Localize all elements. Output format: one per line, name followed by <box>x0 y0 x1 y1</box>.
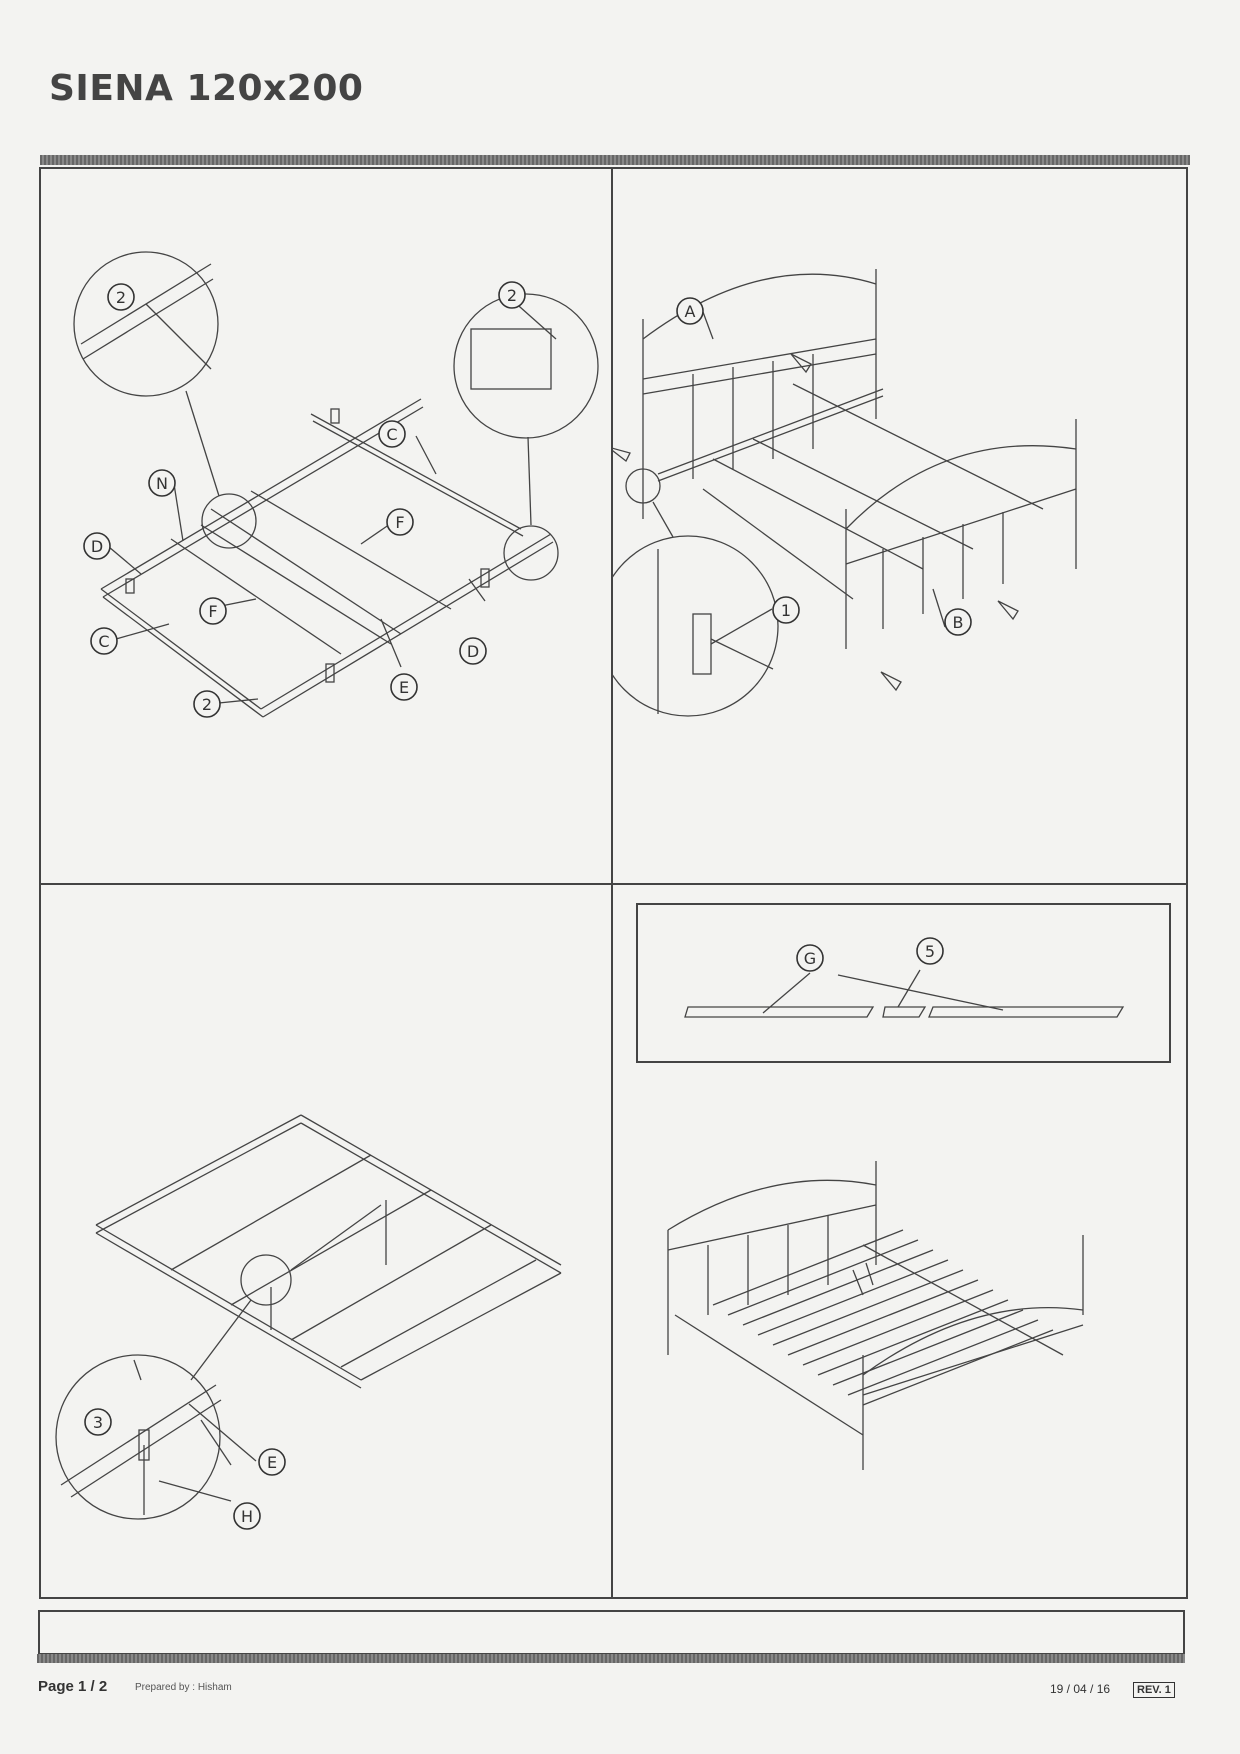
step-2-label: 1 <box>781 601 791 620</box>
step-3-label: H <box>241 1507 253 1526</box>
step-3-label: E <box>267 1453 277 1472</box>
step-1-label: C <box>98 632 109 651</box>
step-1-label: 2 <box>116 288 126 307</box>
step-3-centre-leg-illustration: 3 E H <box>55 1114 562 1530</box>
step-3-label: 3 <box>93 1413 103 1432</box>
bottom-divider-bar <box>37 1654 1185 1663</box>
step-1-label: F <box>208 602 217 621</box>
page-number: Page 1 / 2 <box>38 1678 108 1695</box>
step-4-label: 5 <box>925 942 935 961</box>
step-1-panel: 2 2 C N F D F C D E 2 <box>41 169 611 882</box>
document-title: SIENA 120x200 <box>49 68 364 109</box>
step-4-panel: G 5 <box>613 885 1187 1598</box>
step-1-label: 2 <box>507 286 517 305</box>
step-1-label: D <box>467 642 479 661</box>
step-3-panel: 3 E H <box>41 885 611 1598</box>
step-1-label: F <box>395 513 404 532</box>
step-2-label: A <box>685 302 696 321</box>
step-2-boards-illustration: A 1 B <box>613 269 1077 717</box>
step-1-label: 2 <box>202 695 212 714</box>
step-2-label: B <box>953 613 964 632</box>
prepared-by: Prepared by : Hisham <box>135 1682 232 1693</box>
notes-box <box>38 1610 1185 1655</box>
step-1-label: E <box>399 678 409 697</box>
step-2-panel: A 1 B <box>613 169 1187 882</box>
step-1-label: D <box>91 537 103 556</box>
top-divider-bar <box>40 155 1190 165</box>
step-1-frame-assembly-illustration: 2 2 C N F D F C D E 2 <box>73 251 599 718</box>
slat-parts-box <box>636 903 1171 1063</box>
step-4-label: G <box>804 949 816 968</box>
grid-horizontal-divider <box>40 883 1187 885</box>
step-4-slats-illustration: G 5 <box>667 937 1125 1470</box>
step-1-label: N <box>156 474 168 493</box>
revision-badge: REV. 1 <box>1133 1682 1175 1698</box>
step-1-label: C <box>386 425 397 444</box>
revision-date: 19 / 04 / 16 <box>1050 1682 1111 1696</box>
